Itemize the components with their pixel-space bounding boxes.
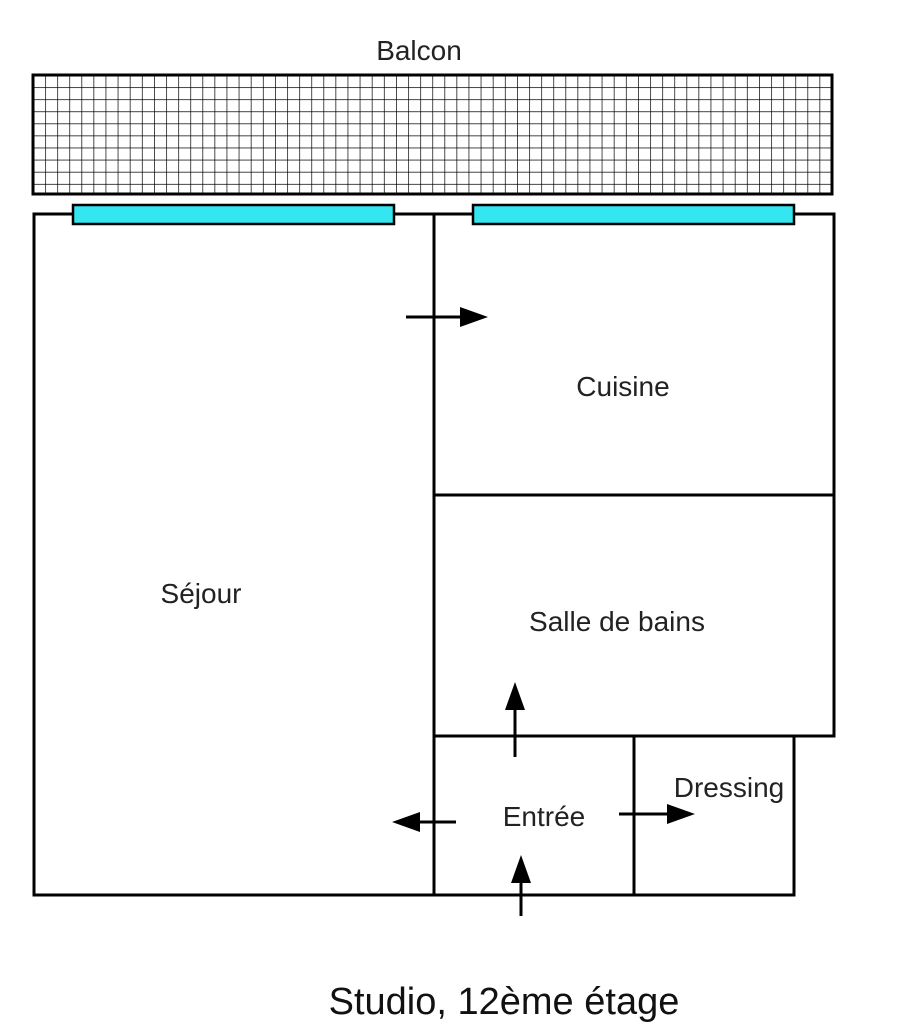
- salle-de-bains-label: Salle de bains: [529, 606, 705, 637]
- balcony: [31, 73, 834, 196]
- room-cuisine: [432, 212, 836, 497]
- balcony-border: [31, 73, 834, 196]
- balcony-label: Balcon: [376, 35, 462, 66]
- entree-label: Entrée: [503, 801, 586, 832]
- sejour-label: Séjour: [161, 578, 242, 609]
- arrow-to-sejour: [392, 812, 456, 832]
- arrow-to-salle-de-bains: [505, 682, 525, 757]
- room-sejour: [32, 212, 436, 897]
- dressing-label: Dressing: [674, 772, 784, 803]
- arrow-to-cuisine: [406, 307, 488, 327]
- window-sejour: [71, 203, 396, 226]
- arrow-entrance: [511, 855, 531, 916]
- balcony-grid: [33, 75, 832, 194]
- cuisine-label: Cuisine: [576, 371, 669, 402]
- arrow-to-dressing: [619, 804, 695, 824]
- window-cuisine: [471, 203, 796, 226]
- plan-caption: Studio, 12ème étage: [329, 981, 680, 1023]
